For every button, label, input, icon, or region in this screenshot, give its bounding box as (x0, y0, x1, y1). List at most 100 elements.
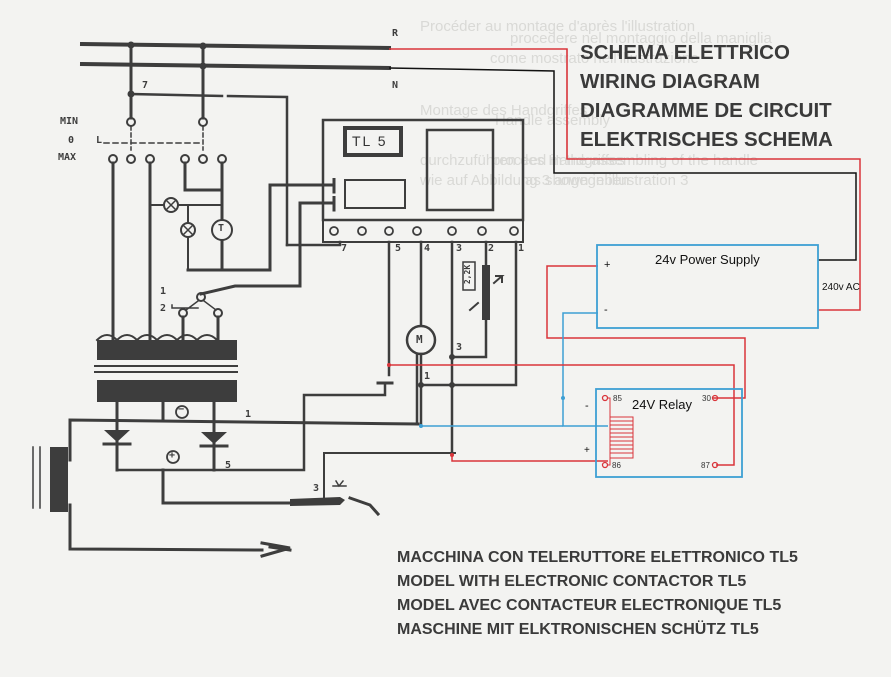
terminal-label-2: 2 (488, 243, 495, 254)
bleed-text-9: wie auf Abbildung 3 angegeben (420, 172, 630, 189)
diagram-title: SCHEMA ELETTRICO WIRING DIAGRAM DIAGRAMM… (580, 38, 833, 154)
ac-input-label: 240v AC (822, 282, 860, 293)
line-label-r: R (392, 28, 399, 39)
potentiometer-icon (482, 265, 490, 320)
trigger-icon (332, 479, 347, 488)
ground-cable (68, 503, 264, 552)
node-label-rect-1: 1 (245, 409, 252, 420)
caption-line-it: MACCHINA CON TELERUTTORE ELETTRONICO TL5 (397, 549, 798, 566)
blue-wire-ps-negative (562, 312, 608, 427)
caption-line-de: MASCHINE MIT ELKTRONISCHEN SCHÜTZ TL5 (397, 621, 759, 638)
relay-pin-30-label: 30 (702, 394, 711, 403)
node-label-5: 5 (225, 460, 232, 471)
junction-dot (449, 354, 455, 360)
switch-label-1: 1 (160, 286, 167, 297)
indicator-lamp-icon (164, 198, 178, 212)
bleed-text-6: proceed in the assembling of the handle (492, 152, 759, 169)
power-supply-box (596, 244, 819, 329)
rectifier-plus-label: + (169, 450, 176, 461)
terminal-strip (322, 219, 524, 243)
selector-max-terminals (108, 154, 227, 164)
indicator-lamp-icon (181, 223, 195, 237)
relay-pin-86-label: 86 (612, 461, 621, 470)
title-line-en: WIRING DIAGRAM (580, 70, 760, 93)
junction-dot (450, 453, 454, 457)
neutral-line-n (79, 61, 392, 71)
caption-line-fr: MODEL AVEC CONTACTEUR ELECTRONIQUE TL5 (397, 597, 782, 614)
switch-terminal[interactable] (196, 292, 206, 302)
power-supply-minus: - (604, 304, 608, 316)
selector-pos-0: 0 (68, 135, 75, 146)
thermostat-label: T (218, 223, 225, 234)
bleed-text-7: as shown in illustration 3 (525, 172, 689, 189)
terminal-label-7: 7 (341, 243, 348, 254)
minus-terminal-icon (175, 405, 189, 419)
line-label-n: N (392, 80, 399, 91)
diode-icon (104, 430, 130, 442)
relay-box (595, 388, 743, 478)
black-wire-ac-neutral (388, 67, 857, 261)
selector-pos-min: MIN (60, 116, 79, 127)
terminal-label-4: 4 (424, 243, 431, 254)
rectifier-negative-bus (68, 418, 420, 462)
welding-torch-icon (290, 497, 345, 506)
rectifier-minus-label: − (178, 404, 185, 415)
relay-pin-86[interactable] (601, 461, 609, 469)
wire (186, 183, 307, 272)
controller-display (343, 126, 403, 157)
red-wire-relay-87 (389, 364, 735, 466)
plus-terminal-icon (166, 450, 180, 464)
relay-pin-87-label: 87 (701, 461, 710, 470)
junction-dot (561, 396, 565, 400)
terminal-label-5: 5 (395, 243, 402, 254)
power-supply-plus: + (604, 259, 611, 271)
bleed-text-1: Procéder au montage d'après l'illustrati… (420, 18, 696, 35)
relay-label: 24V Relay (632, 397, 692, 412)
thermostat-icon (211, 219, 233, 241)
controller-panel (425, 128, 495, 212)
controller-input (328, 196, 336, 212)
transformer-icon (94, 334, 238, 402)
power-supply-label: 24v Power Supply (655, 252, 760, 267)
controller-module (344, 179, 406, 209)
switch-label-2: 2 (160, 303, 167, 314)
relay-coil-icon (607, 397, 634, 466)
diode-icon (201, 432, 227, 444)
node-label-torch-3: 3 (313, 483, 320, 494)
selector-pos-max: MAX (58, 152, 77, 163)
terminal-label-3: 3 (456, 243, 463, 254)
welding-torch-nozzle (348, 496, 381, 517)
rectifier-positive-bus (115, 381, 387, 472)
junction-dot (387, 363, 391, 367)
bleed-text-3: come mostrato nell'illustrazione (490, 50, 699, 67)
node-label-1: 1 (424, 371, 431, 382)
relay-pin-85[interactable] (601, 394, 609, 402)
node-label-3: 3 (456, 342, 463, 353)
relay-pin-87[interactable] (711, 461, 719, 469)
relay-minus: - (585, 400, 589, 412)
terminal-1-wire (419, 240, 518, 387)
relay-plus: + (584, 445, 590, 456)
motor-label: M (416, 333, 423, 346)
controller-input (303, 178, 336, 194)
caption-line-en: MODEL WITH ELECTRONIC CONTACTOR TL5 (397, 573, 747, 590)
title-line-it: SCHEMA ELETTRICO (580, 41, 790, 64)
relay-pin-30[interactable] (711, 394, 719, 402)
torch-trigger-wire (323, 452, 456, 498)
switch-blade (171, 299, 218, 312)
selector-l-label: L (96, 135, 103, 146)
work-clamp-block (50, 447, 68, 512)
bus-label-7: 7 (142, 80, 149, 91)
wire (285, 240, 342, 247)
title-line-fr: DIAGRAMME DE CIRCUIT (580, 99, 832, 122)
adjust-arrow-icon (468, 275, 505, 312)
controller-name: TL 5 (352, 133, 388, 149)
wire (450, 318, 488, 359)
bus-7-wire (129, 92, 224, 98)
diagram-caption: MACCHINA CON TELERUTTORE ELETTRONICO TL5… (397, 546, 798, 642)
wire (199, 201, 302, 296)
bleed-text-4: Montage des Handgriffes (420, 102, 588, 119)
red-wire-ac-phase (389, 48, 861, 311)
wire (183, 161, 224, 192)
resistor-label-box (462, 261, 476, 291)
